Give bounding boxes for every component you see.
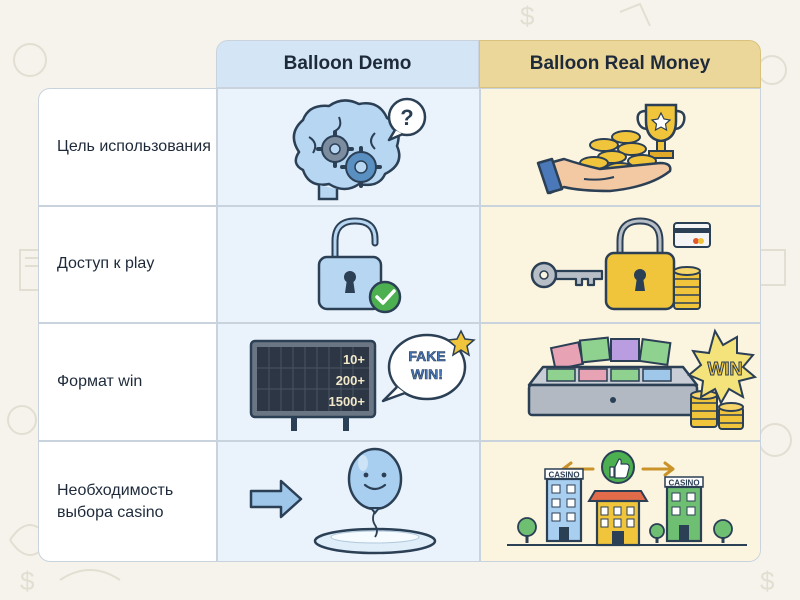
win-burst-icon: WIN [687,328,758,406]
column-divider [216,89,218,561]
row-label-purpose: Цель использования [57,138,211,155]
row-label-access: Доступ к play [57,255,155,272]
row-divider [39,440,760,442]
balloon-illustration [249,447,437,555]
header-balloon-real-money: Balloon Real Money [479,40,761,88]
question-bubble-icon: ? [387,97,427,142]
balloon-icon [347,447,403,538]
casino-buildings-illustration: CASINO CASINO [507,450,747,547]
thumbs-up-icon [601,450,635,484]
coin-stack-icon [673,266,701,310]
coin-stack-icon [690,390,744,430]
svg-text:?: ? [400,105,413,130]
win-text: WIN [708,359,743,379]
score-line: 200+ [336,373,366,388]
header-balloon-demo: Balloon Demo [216,40,479,88]
credit-card-icon [673,222,711,248]
casino-building-icon: CASINO [544,468,584,543]
casino-sign: CASINO [548,471,579,480]
hand-coins-trophy-illustration [536,103,686,195]
locked-padlock-icon [604,217,676,311]
scoreboard-icon: 10+ 200+ 1500+ [249,339,377,431]
casino-building-icon: CASINO [664,476,704,543]
trophy-icon [636,103,686,159]
key-padlock-illustration [530,217,711,311]
svg-text:$: $ [760,566,775,596]
row-divider [39,205,760,207]
trees-icon [517,517,733,543]
svg-text:$: $ [20,566,35,596]
row-label-win-format: Формат win [57,372,143,390]
svg-text:$: $ [520,1,535,31]
key-icon [530,261,604,289]
casino-sign: CASINO [668,479,699,488]
hand-coins-icon [536,130,672,195]
cash-drawer-illustration: WIN [527,328,758,430]
table-body: Цель использования Доступ к play Формат … [38,88,761,562]
platform-icon [313,527,437,555]
column-divider [479,89,481,561]
score-line: 1500+ [328,394,365,409]
row-label-casino-choice: Необходимость выбора casino [57,482,174,521]
star-icon [446,329,476,357]
score-line: 10+ [343,352,365,367]
open-padlock-illustration [317,217,402,314]
cash-drawer-icon [527,336,699,417]
checkmark-icon [368,280,402,314]
arrow-icon [249,479,303,519]
brain-gears-illustration: ? [292,97,427,201]
row-divider [39,322,760,324]
comparison-table: Balloon Demo Balloon Real Money Цель исп… [38,40,761,562]
gears-icon [316,130,382,188]
hotel-building-icon [587,490,649,547]
